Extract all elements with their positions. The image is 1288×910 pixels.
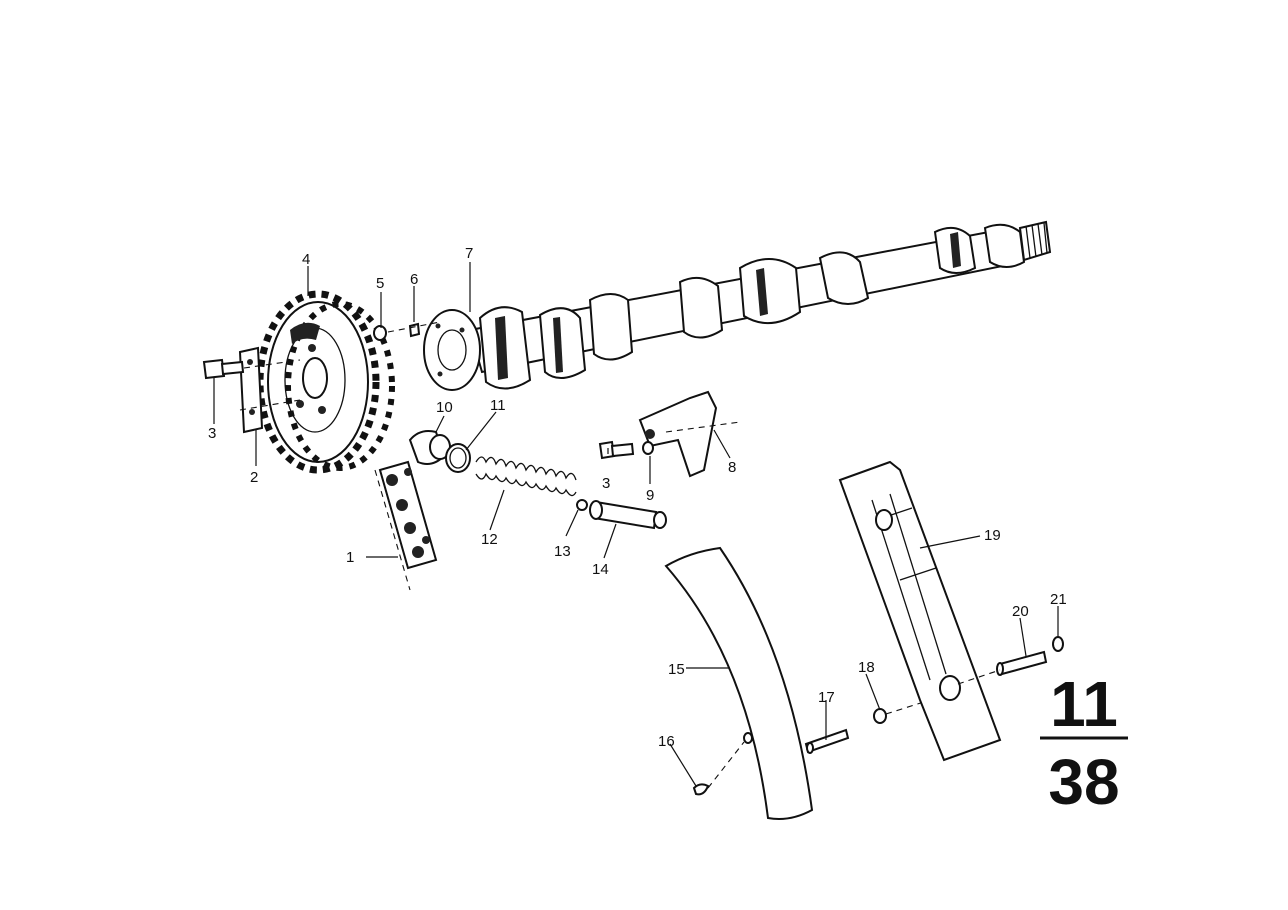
callout-9: 9 [646, 487, 654, 504]
seal-ring-11-drawing [445, 443, 471, 473]
sprocket-drawing [256, 290, 395, 474]
callout-12: 12 [481, 531, 498, 548]
callout-3-center: 3 [602, 475, 610, 492]
callout-10: 10 [436, 399, 453, 416]
callout-11: 11 [490, 397, 506, 414]
bracket-8-drawing [638, 390, 741, 478]
washer-5-drawing [373, 325, 387, 341]
callout-3-left: 3 [208, 425, 216, 442]
callout-5: 5 [376, 275, 384, 292]
callout-19: 19 [984, 527, 1001, 544]
piston-14-drawing [589, 500, 667, 530]
callout-1: 1 [346, 549, 354, 566]
callout-20: 20 [1012, 603, 1029, 620]
key-6-drawing [387, 321, 441, 338]
chain-drawing [374, 460, 438, 591]
callout-7: 7 [465, 245, 473, 262]
callout-16: 16 [658, 733, 675, 750]
spring-12-drawing [475, 456, 577, 497]
callout-13: 13 [554, 543, 571, 560]
leader-lines [213, 262, 1059, 787]
lock-plate-drawing [238, 346, 264, 434]
washer-21-drawing [957, 636, 1064, 685]
callout-15: 15 [668, 661, 685, 678]
pin-20-drawing [996, 650, 1048, 676]
callout-4: 4 [302, 251, 310, 268]
callout-17: 17 [818, 689, 835, 706]
callout-14: 14 [592, 561, 609, 578]
callout-2: 2 [250, 469, 258, 486]
bolt-left-drawing [202, 358, 301, 411]
washer-13-drawing [576, 499, 588, 511]
group-number: 11 38 [1040, 668, 1128, 818]
guide-rail-15-drawing [664, 546, 814, 820]
callout-18: 18 [858, 659, 875, 676]
group-number-top: 11 [1050, 668, 1118, 740]
group-number-bottom: 38 [1048, 746, 1119, 818]
tensioning-rail-19-drawing [838, 460, 1002, 762]
callout-6: 6 [410, 271, 418, 288]
pin-17-drawing [804, 728, 850, 754]
callout-21: 21 [1050, 591, 1067, 608]
washer-9-drawing [642, 441, 654, 455]
plug-10-drawing [408, 430, 451, 465]
clip-16-drawing [692, 741, 745, 796]
bolt-center-drawing [598, 440, 635, 460]
callout-8: 8 [728, 459, 736, 476]
callout-labels: 1 2 3 4 5 6 7 8 9 10 11 12 13 14 15 16 1… [208, 245, 1067, 750]
camshaft-drawing [423, 220, 1052, 391]
